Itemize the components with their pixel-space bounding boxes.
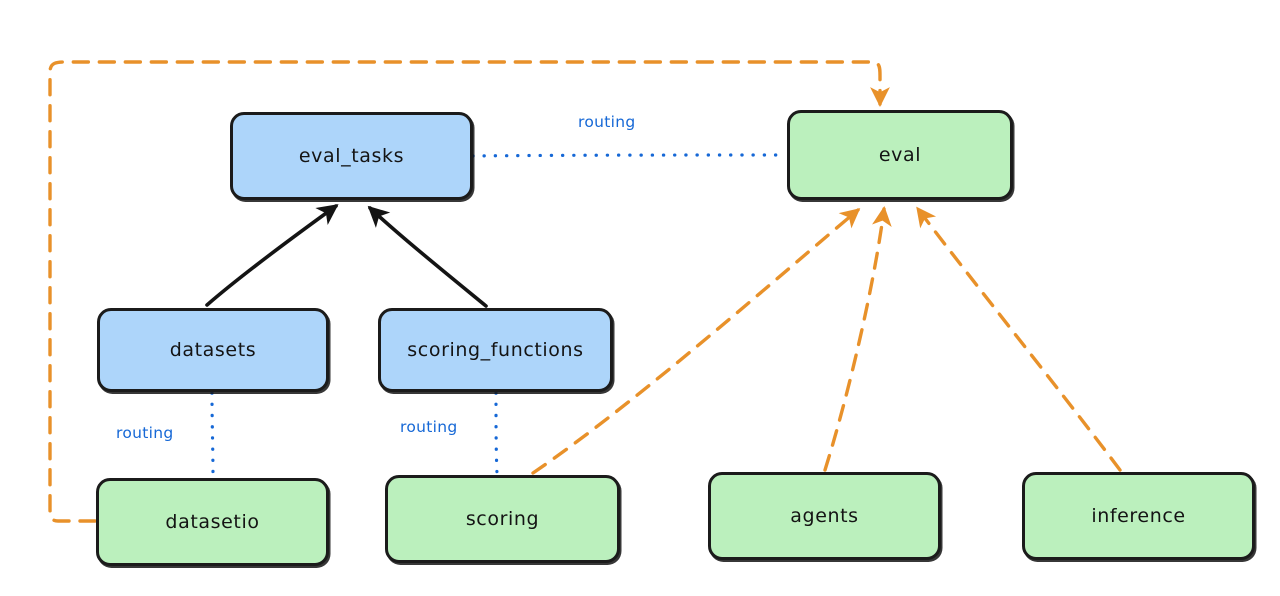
edge-scoring-to-eval	[531, 208, 861, 475]
edge-routing-eval-tasks-to-eval	[471, 153, 788, 158]
node-datasets-label: datasets	[169, 339, 257, 361]
edge-inference-to-eval	[916, 206, 1122, 472]
node-agents-label: agents	[790, 505, 859, 527]
node-eval[interactable]: eval	[787, 110, 1013, 200]
node-inference-label: inference	[1091, 505, 1186, 527]
edge-label-routing-middle: routing	[397, 418, 461, 436]
node-agents[interactable]: agents	[708, 472, 941, 560]
node-scoring[interactable]: scoring	[385, 475, 620, 563]
edge-label-routing-left: routing	[113, 424, 177, 442]
edge-datasets-to-eval-tasks	[205, 204, 339, 307]
node-scoring-label: scoring	[465, 508, 540, 530]
node-scoring-functions[interactable]: scoring_functions	[378, 308, 613, 392]
edge-label-routing-top: routing	[575, 113, 639, 131]
node-datasetio-label: datasetio	[165, 511, 260, 533]
node-eval-tasks[interactable]: eval_tasks	[230, 112, 473, 200]
edge-scoring-functions-to-eval-tasks	[367, 205, 488, 308]
edge-agents-to-eval	[823, 206, 892, 472]
node-datasets[interactable]: datasets	[97, 308, 329, 392]
edge-routing-scoring-functions-to-scoring	[494, 391, 499, 476]
node-eval-label: eval	[878, 144, 922, 166]
edge-datasetio-to-eval	[48, 60, 890, 523]
node-inference[interactable]: inference	[1022, 472, 1255, 560]
edge-routing-datasets-to-datasetio	[210, 391, 215, 479]
node-datasetio[interactable]: datasetio	[96, 478, 329, 566]
node-scoring-functions-label: scoring_functions	[407, 339, 584, 361]
node-eval-tasks-label: eval_tasks	[298, 145, 405, 167]
